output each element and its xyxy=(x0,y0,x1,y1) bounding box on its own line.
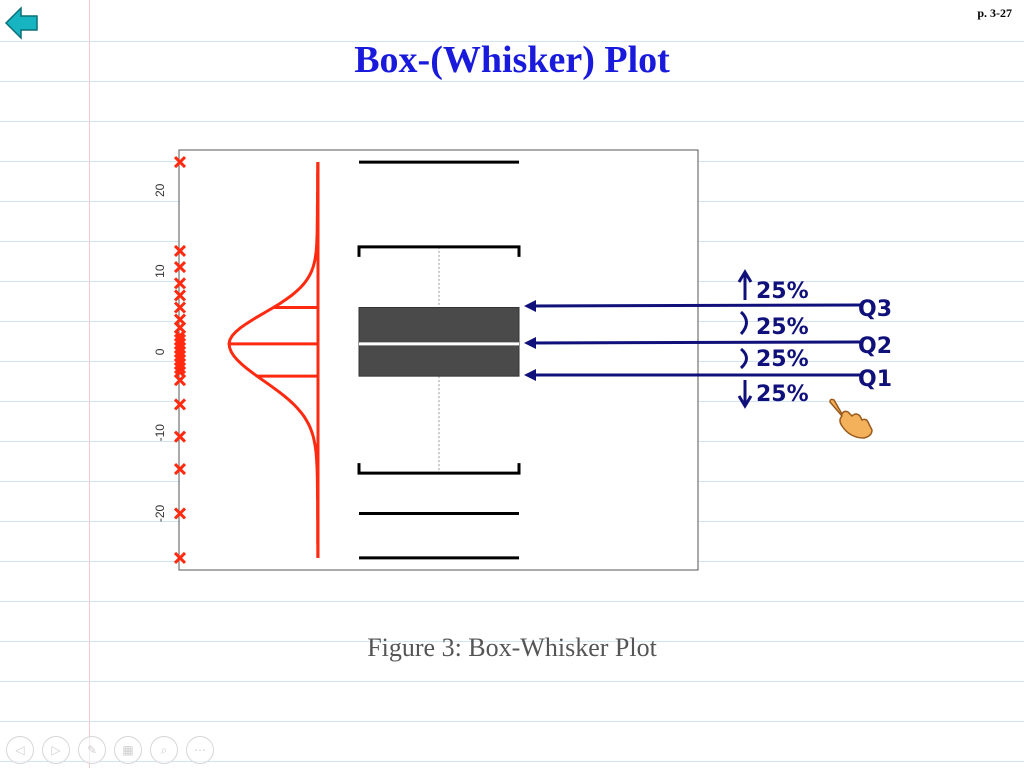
nav-previous-button[interactable]: ◁ xyxy=(6,736,34,764)
data-point xyxy=(173,462,187,476)
upper-whisker-cap xyxy=(357,245,521,257)
data-point xyxy=(173,277,187,290)
box-plot xyxy=(357,160,521,560)
data-point xyxy=(173,507,187,520)
data-point xyxy=(173,430,187,443)
arrow-q3 xyxy=(524,300,861,312)
bracket-2 xyxy=(739,347,748,370)
data-points xyxy=(173,156,187,564)
nav-pen-button[interactable]: ✎ xyxy=(78,736,106,764)
y-tick-label: 0 xyxy=(153,348,167,355)
label-q3: Q3 xyxy=(858,297,892,322)
label-25-lower-mid: 25% xyxy=(756,347,809,372)
pages-icon: ▦ xyxy=(122,743,134,757)
down-arrow-head xyxy=(737,395,753,409)
data-point xyxy=(173,301,187,314)
data-point xyxy=(173,551,187,564)
y-tick-label: -10 xyxy=(153,424,167,442)
page-number: p. 3-27 xyxy=(977,6,1012,20)
page-title: Box-(Whisker) Plot xyxy=(354,39,670,81)
figure-caption: Figure 3: Box-Whisker Plot xyxy=(367,633,657,662)
next-icon: ▷ xyxy=(51,743,61,757)
data-point xyxy=(173,156,187,169)
label-q2: Q2 xyxy=(858,334,892,359)
lower-whisker-cap xyxy=(357,463,521,475)
navigation-toolbar: ◁ ▷ ✎ ▦ ⌕ ⋯ xyxy=(6,736,214,764)
data-point xyxy=(173,398,187,411)
data-point xyxy=(173,362,187,375)
y-tick-label: -20 xyxy=(153,504,167,522)
label-25-top: 25% xyxy=(756,279,809,304)
arrow-q2 xyxy=(524,337,861,349)
bracket-1 xyxy=(739,310,748,336)
y-tick-label: 10 xyxy=(153,264,167,278)
label-25-bottom: 25% xyxy=(756,382,809,407)
box-iqr xyxy=(358,307,520,377)
density-curve xyxy=(227,162,320,558)
pen-icon: ✎ xyxy=(86,743,98,757)
notebook-margin-line xyxy=(89,0,90,768)
data-point xyxy=(173,289,187,302)
label-q1: Q1 xyxy=(858,367,892,392)
label-25-upper-mid: 25% xyxy=(756,315,809,340)
nav-more-button[interactable]: ⋯ xyxy=(186,736,214,764)
nav-next-button[interactable]: ▷ xyxy=(42,736,70,764)
data-point xyxy=(173,244,187,258)
back-arrow-icon[interactable] xyxy=(4,4,40,42)
nav-pages-button[interactable]: ▦ xyxy=(114,736,142,764)
more-icon: ⋯ xyxy=(194,743,206,757)
up-arrow-head xyxy=(737,269,753,283)
hand-pointer-icon xyxy=(829,398,873,439)
previous-icon: ◁ xyxy=(15,743,25,757)
nav-zoom-button[interactable]: ⌕ xyxy=(150,736,178,764)
data-point xyxy=(173,374,187,387)
zoom-icon: ⌕ xyxy=(160,742,168,757)
arrow-q1 xyxy=(524,369,860,381)
data-point xyxy=(173,261,187,274)
y-axis: -20 -10 0 10 20 xyxy=(153,183,167,522)
y-tick-label: 20 xyxy=(153,183,167,197)
quartile-annotations: 25% 25% 25% 25% Q3 Q2 Q1 xyxy=(524,269,892,409)
